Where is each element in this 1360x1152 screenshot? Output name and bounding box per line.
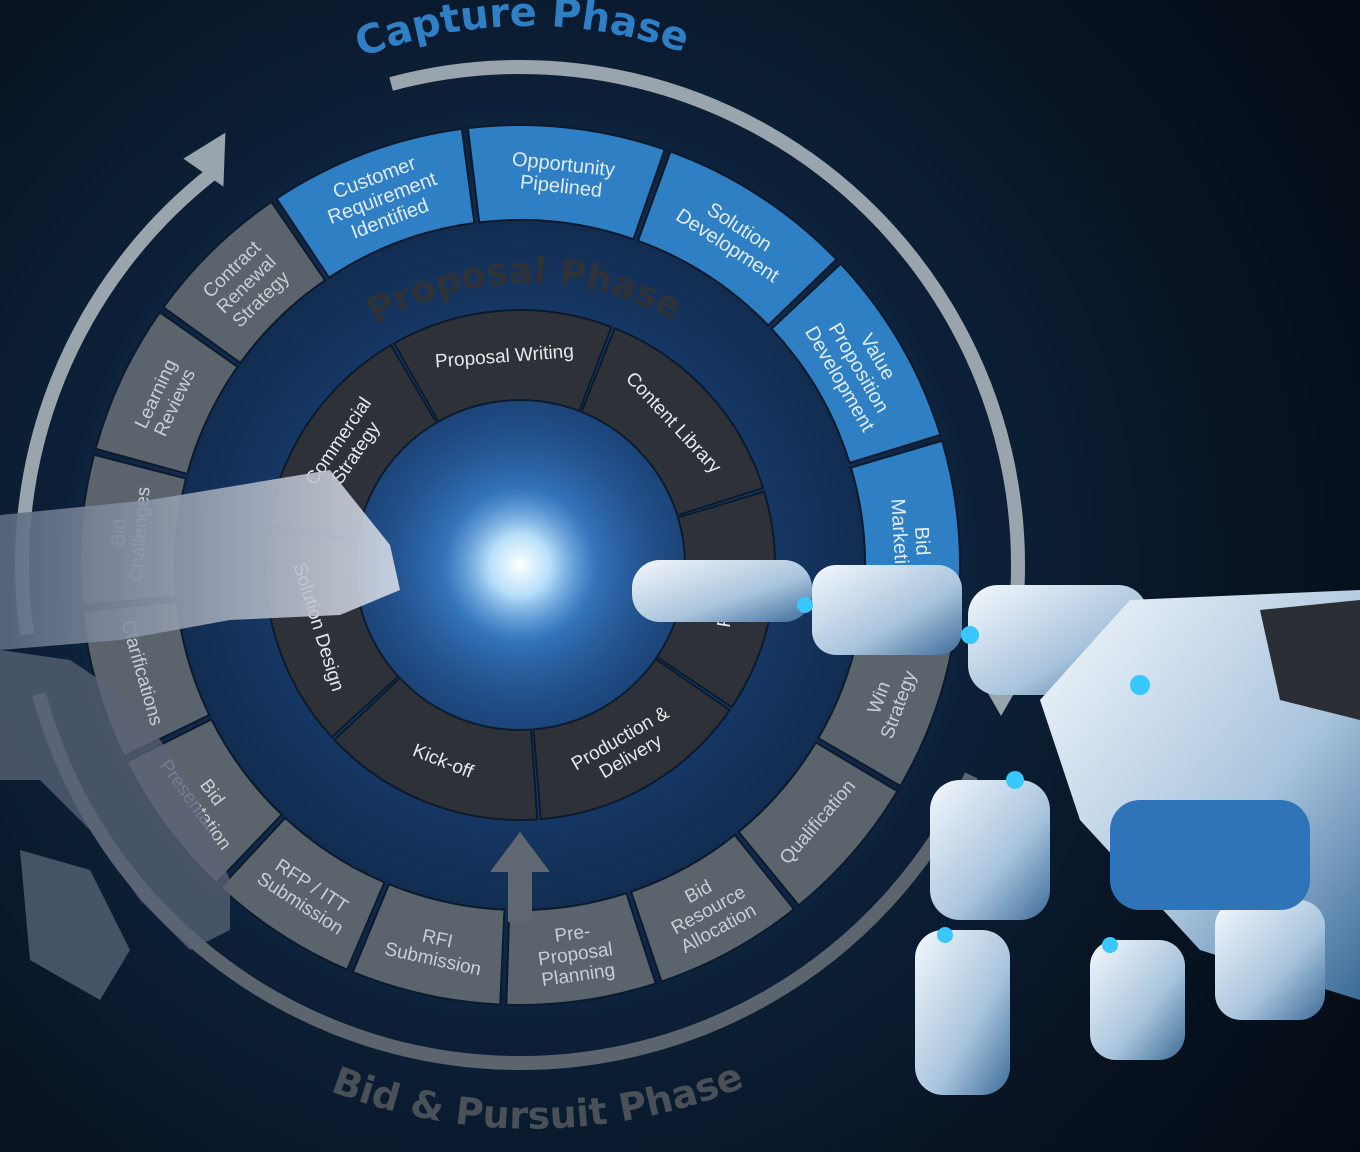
bid-label: Pre-ProposalPlanning [534,918,617,991]
capture-label: OpportunityPipelined [509,148,617,203]
bid-rfi-submission: RFISubmission [351,882,506,1006]
capture-label: CustomerRequirementIdentified [317,147,448,249]
bid-segment-shape [219,816,386,971]
segment-line: Pre- [553,921,592,947]
bid-segment-shape [351,882,506,1006]
capture-cycle-arc [389,60,1025,696]
center-glow [350,395,690,735]
proposal-proposal-writing: Proposal Writing [392,309,613,423]
bid-segment-shape [94,310,239,476]
capture-segment-shape [636,150,838,327]
bid-win-strategy: WinStrategy [816,626,954,788]
capture-opportunity-pipelined: OpportunityPipelined [466,124,666,241]
arrow-head-icon [183,132,226,187]
bid-pre-proposal-planning: Pre-ProposalPlanning [505,891,657,1006]
segment-line: Bid [910,526,934,556]
bid-bid-resource-allocation: BidResourceAllocation [629,833,796,983]
bid-rfp-itt-submission: RFP / ITTSubmission [219,816,386,971]
bid-segment-shape [737,741,899,907]
capture-segment-shape [466,124,666,241]
bid-contract-renewal-strategy: ContractRenewalStrategy [161,200,327,365]
capture-phase-title: Capture Phase [349,0,695,67]
capture-segment-shape [770,262,942,465]
capture-segment-shape [275,127,476,280]
up-arrow-icon [490,832,550,922]
bid-segment-shape [505,891,657,1006]
proposal-production-delivery: Production &Delivery [532,657,732,821]
bid-qualification: Qualification [737,741,899,907]
capture-customer-requirement-identified: CustomerRequirementIdentified [275,127,476,280]
bid-segment-shape [161,200,327,365]
robot-hand-image [632,560,1360,1095]
human-hand-image [0,470,400,1000]
capture-value-proposition-development: ValuePropositionDevelopment [770,262,942,465]
bid-learning-reviews: LearningReviews [94,310,239,476]
bid-segment-shape [629,833,796,983]
